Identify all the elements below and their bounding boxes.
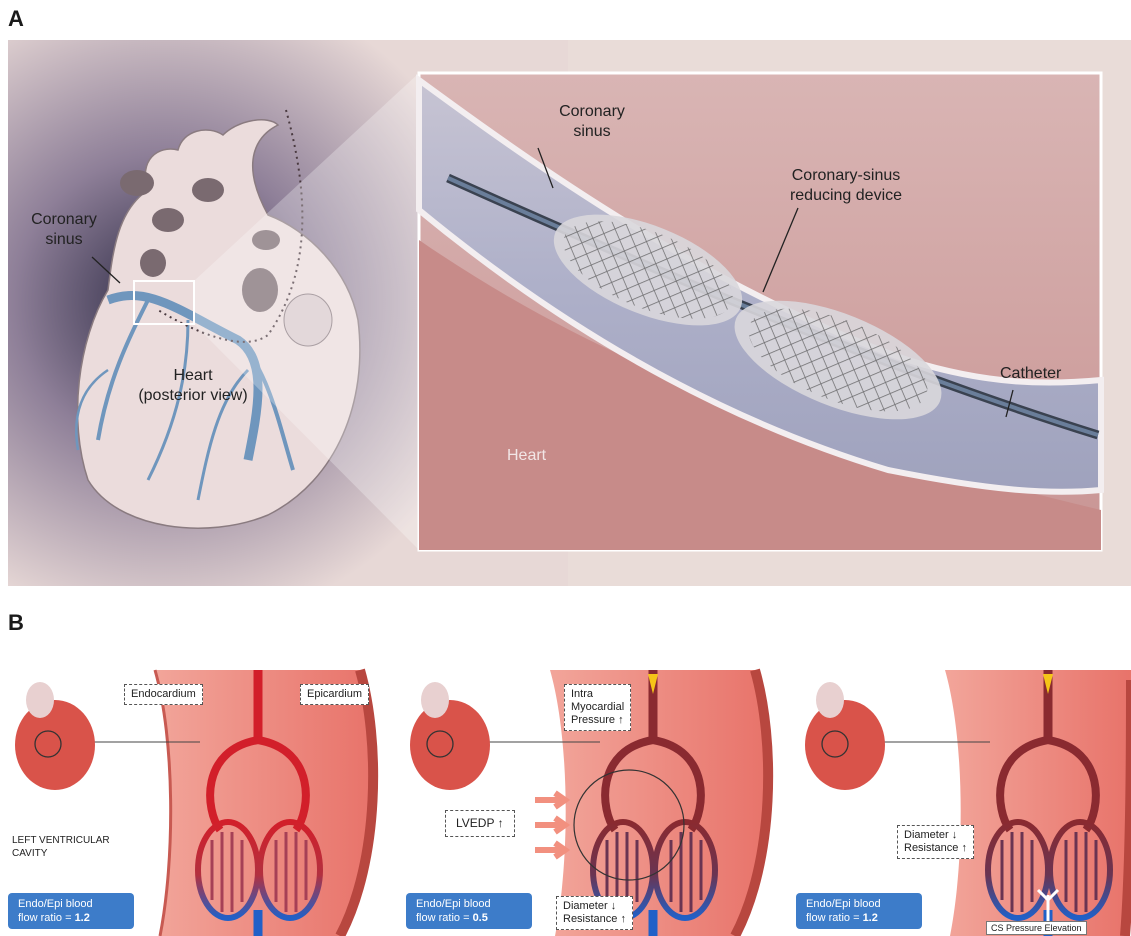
intra-line1: Intra bbox=[571, 688, 624, 701]
lvedp-label: LVEDP ↑ bbox=[445, 810, 515, 837]
ratio-2-value: 0.5 bbox=[473, 912, 488, 924]
lvedp-up-arrow: ↑ bbox=[498, 816, 504, 830]
intra-up-arrow: ↑ bbox=[618, 714, 624, 726]
ratio-box-1: Endo/Epi blood flow ratio = 1.2 bbox=[8, 893, 134, 929]
device-label: Coronary-sinus reducing device bbox=[776, 166, 916, 206]
ratio-box-3: Endo/Epi blood flow ratio = 1.2 bbox=[796, 893, 922, 929]
coronary-sinus-right-line1: Coronary bbox=[552, 102, 632, 122]
diameter-resistance-label-2: Diameter ↓ Resistance ↑ bbox=[556, 896, 633, 930]
coronary-sinus-label-right: Coronary sinus bbox=[552, 102, 632, 142]
panel-a-letter: A bbox=[8, 6, 24, 32]
coronary-sinus-label-left: Coronary sinus bbox=[24, 210, 104, 250]
cavity-line2: CAVITY bbox=[12, 847, 110, 860]
ratio-1-line1: Endo/Epi blood bbox=[18, 897, 124, 911]
intra-line3: Pressure ↑ bbox=[571, 714, 624, 727]
cavity-line1: LEFT VENTRICULAR bbox=[12, 834, 110, 847]
heart-label: Heart bbox=[507, 446, 546, 466]
cavity-label: LEFT VENTRICULAR CAVITY bbox=[12, 834, 110, 860]
panel-b-letter: B bbox=[8, 610, 24, 636]
ratio-1-prefix: flow ratio = bbox=[18, 912, 75, 924]
ratio-1-value: 1.2 bbox=[75, 912, 90, 924]
ratio-3-line2: flow ratio = 1.2 bbox=[806, 911, 912, 925]
ratio-2-prefix: flow ratio = bbox=[416, 912, 473, 924]
resistance-up-arrow-2: ↑ bbox=[620, 913, 626, 925]
catheter-label: Catheter bbox=[1000, 364, 1061, 384]
ratio-3-line1: Endo/Epi blood bbox=[806, 897, 912, 911]
ratio-2-line1: Endo/Epi blood bbox=[416, 897, 522, 911]
coronary-sinus-left-line1: Coronary bbox=[24, 210, 104, 230]
ratio-3-value: 1.2 bbox=[863, 912, 878, 924]
device-line1: Coronary-sinus bbox=[776, 166, 916, 186]
diameter-down-arrow-2: ↓ bbox=[611, 900, 617, 912]
epicardium-label: Epicardium bbox=[300, 684, 369, 705]
resistance-up-arrow-3: ↑ bbox=[961, 842, 967, 854]
coronary-sinus-left-line2: sinus bbox=[24, 230, 104, 250]
ratio-box-2: Endo/Epi blood flow ratio = 0.5 bbox=[406, 893, 532, 929]
ratio-3-prefix: flow ratio = bbox=[806, 912, 863, 924]
ratio-2-line2: flow ratio = 0.5 bbox=[416, 911, 522, 925]
heart-view-line2: (posterior view) bbox=[128, 386, 258, 406]
device-line2: reducing device bbox=[776, 186, 916, 206]
intra-line2: Myocardial bbox=[571, 701, 624, 714]
coronary-sinus-right-line2: sinus bbox=[552, 122, 632, 142]
cs-pressure-label: CS Pressure Elevation bbox=[986, 921, 1087, 935]
device-inset bbox=[419, 73, 1101, 550]
intra-myocardial-pressure-label: Intra Myocardial Pressure ↑ bbox=[564, 684, 631, 731]
heart-view-line1: Heart bbox=[128, 366, 258, 386]
ratio-1-line2: flow ratio = 1.2 bbox=[18, 911, 124, 925]
diameter-down-arrow-3: ↓ bbox=[952, 829, 958, 841]
heart-view-label: Heart (posterior view) bbox=[128, 366, 258, 406]
diameter-resistance-label-3: Diameter ↓ Resistance ↑ bbox=[897, 825, 974, 859]
endocardium-label: Endocardium bbox=[124, 684, 203, 705]
